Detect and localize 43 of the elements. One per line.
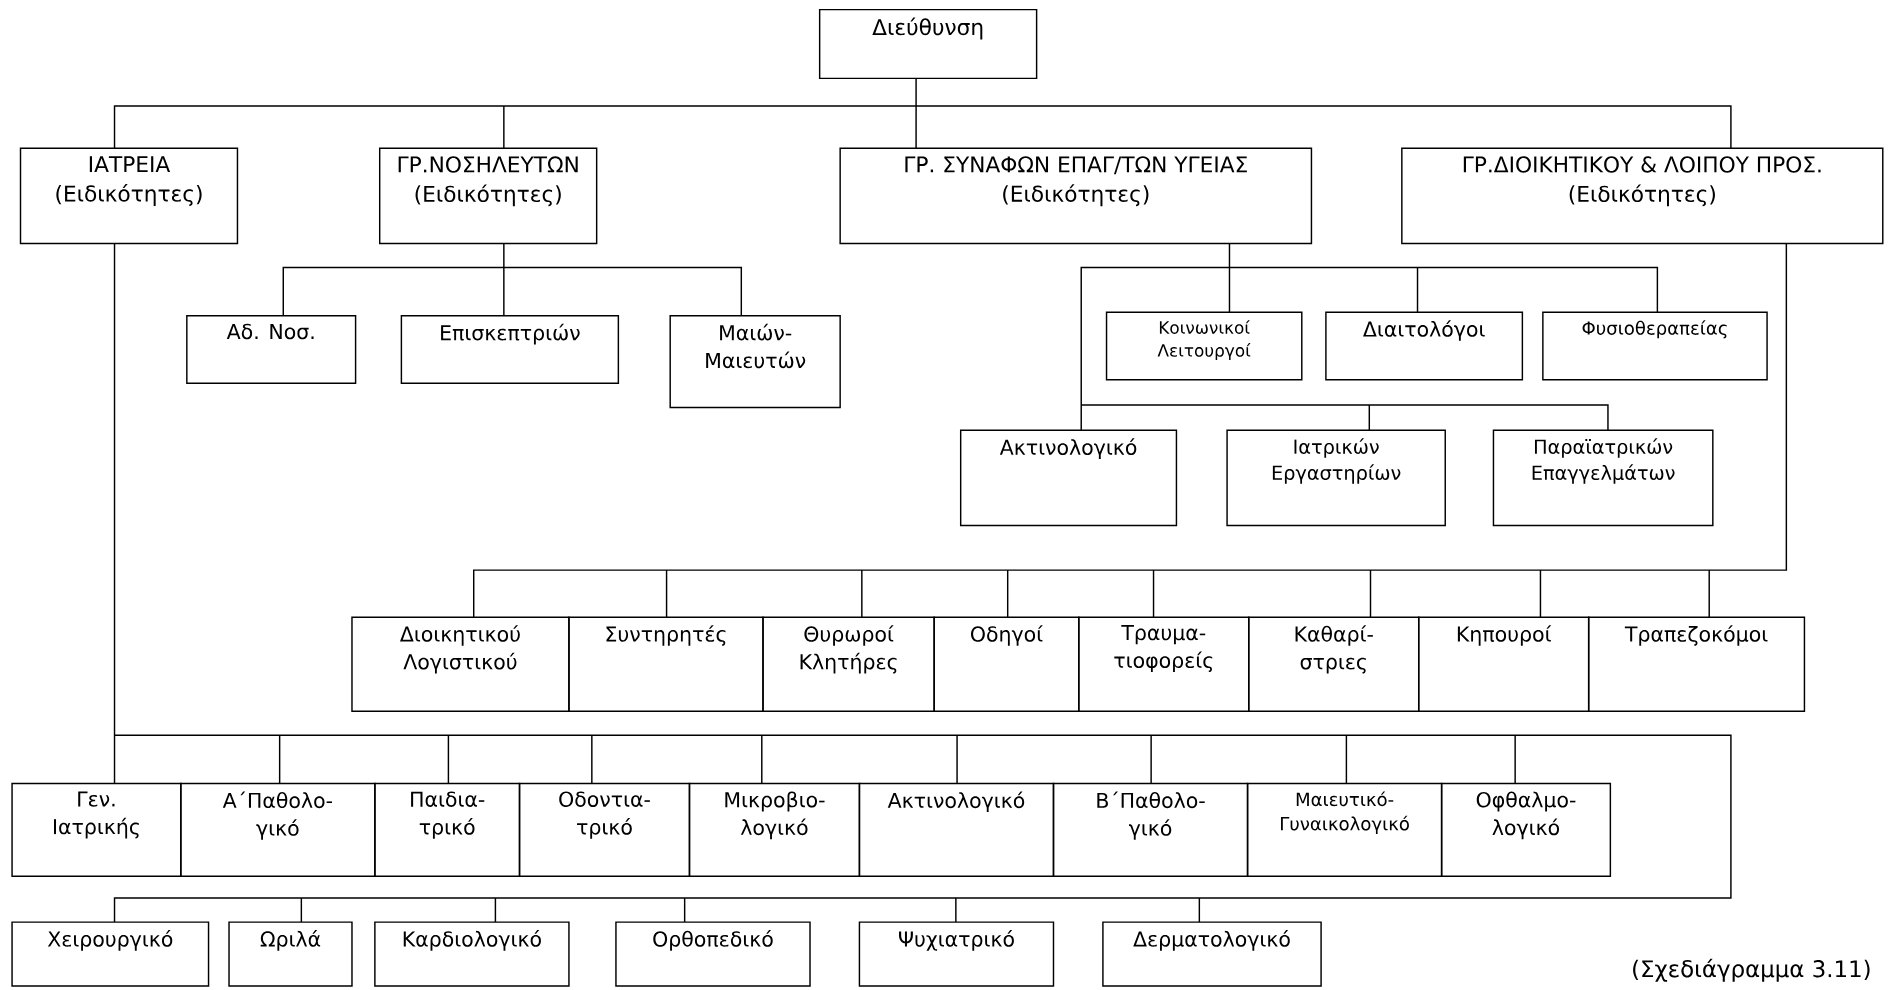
org-box: Κοινωνικοί Λειτουργοί xyxy=(1105,311,1303,381)
org-box: Καρδιολογικό xyxy=(374,921,570,987)
org-box: Τραυμα- τιοφορείς xyxy=(1078,616,1250,713)
org-box: ΙΑΤΡΕΙΑ (Ειδικότητες) xyxy=(19,147,239,245)
org-box: Ορθοπεδικό xyxy=(615,921,811,987)
org-box: Ψυχιατρικό xyxy=(858,921,1055,987)
org-box: Παιδια- τρικό xyxy=(374,782,521,878)
org-box: Μαιών- Μαιευτών xyxy=(669,315,841,409)
org-box: Συντηρητές xyxy=(568,616,764,713)
org-box: Παραϊατρικών Επαγγελμάτων xyxy=(1492,429,1714,527)
org-box: Ακτινολογικό xyxy=(858,782,1055,878)
org-box: Επισκεπτριών xyxy=(400,315,620,385)
org-box: Μικροβιο- λογικό xyxy=(688,782,861,878)
org-box: Χειρουργικό xyxy=(11,921,210,987)
org-box: Α΄Παθολο- γικό xyxy=(180,782,376,878)
connector-line xyxy=(282,242,743,317)
org-box: ΓΡ. ΣΥΝΑΦΩΝ ΕΠΑΓ/ΤΩΝ ΥΓΕΙΑΣ (Ειδικότητες) xyxy=(839,147,1313,245)
connector-line xyxy=(473,242,1788,619)
connector-line xyxy=(113,77,1732,150)
org-box: Καθαρί- στριες xyxy=(1248,616,1420,713)
org-box: Αδ. Νοσ. xyxy=(186,315,357,385)
connector-line xyxy=(1080,242,1659,432)
org-box: Διαιτολόγοι xyxy=(1325,311,1524,381)
org-box: Ακτινολογικό xyxy=(959,429,1178,527)
org-box: ΓΡ.ΝΟΣΗΛΕΥΤΩΝ (Ειδικότητες) xyxy=(378,147,598,245)
caption: (Σχεδιάγραμμα 3.11) xyxy=(1633,958,1870,983)
org-box: Μαιευτικό- Γυναικολογικό xyxy=(1246,782,1443,878)
org-box: Οδηγοί xyxy=(933,616,1080,713)
org-box: ΓΡ.ΔΙΟΙΚΗΤΙΚΟΥ & ΛΟΙΠΟΥ ΠΡΟΣ. (Ειδικότητες) xyxy=(1401,147,1884,245)
org-box: Θυρωροί Κλητήρες xyxy=(762,616,935,713)
org-box: Ιατρικών Εργαστηρίων xyxy=(1226,429,1446,527)
org-box: Διοικητικού Λογιστικού xyxy=(351,616,570,713)
org-box: Β΄Παθολο- γικό xyxy=(1052,782,1249,878)
org-box: Τραπεζοκόμοι xyxy=(1587,616,1806,713)
org-box: Ωριλά xyxy=(228,921,353,987)
org-box: Κηπουροί xyxy=(1418,616,1590,713)
org-box: Διεύθυνση xyxy=(818,9,1038,80)
org-box: Δερματολογικό xyxy=(1102,921,1322,987)
org-box: Γεν. Ιατρικής xyxy=(11,782,182,878)
org-box: Οφθαλμο- λογικό xyxy=(1440,782,1612,878)
org-box: Οδοντια- τρικό xyxy=(518,782,691,878)
org-box: Φυσιοθεραπείας xyxy=(1542,311,1768,381)
connector-line xyxy=(113,242,1732,924)
